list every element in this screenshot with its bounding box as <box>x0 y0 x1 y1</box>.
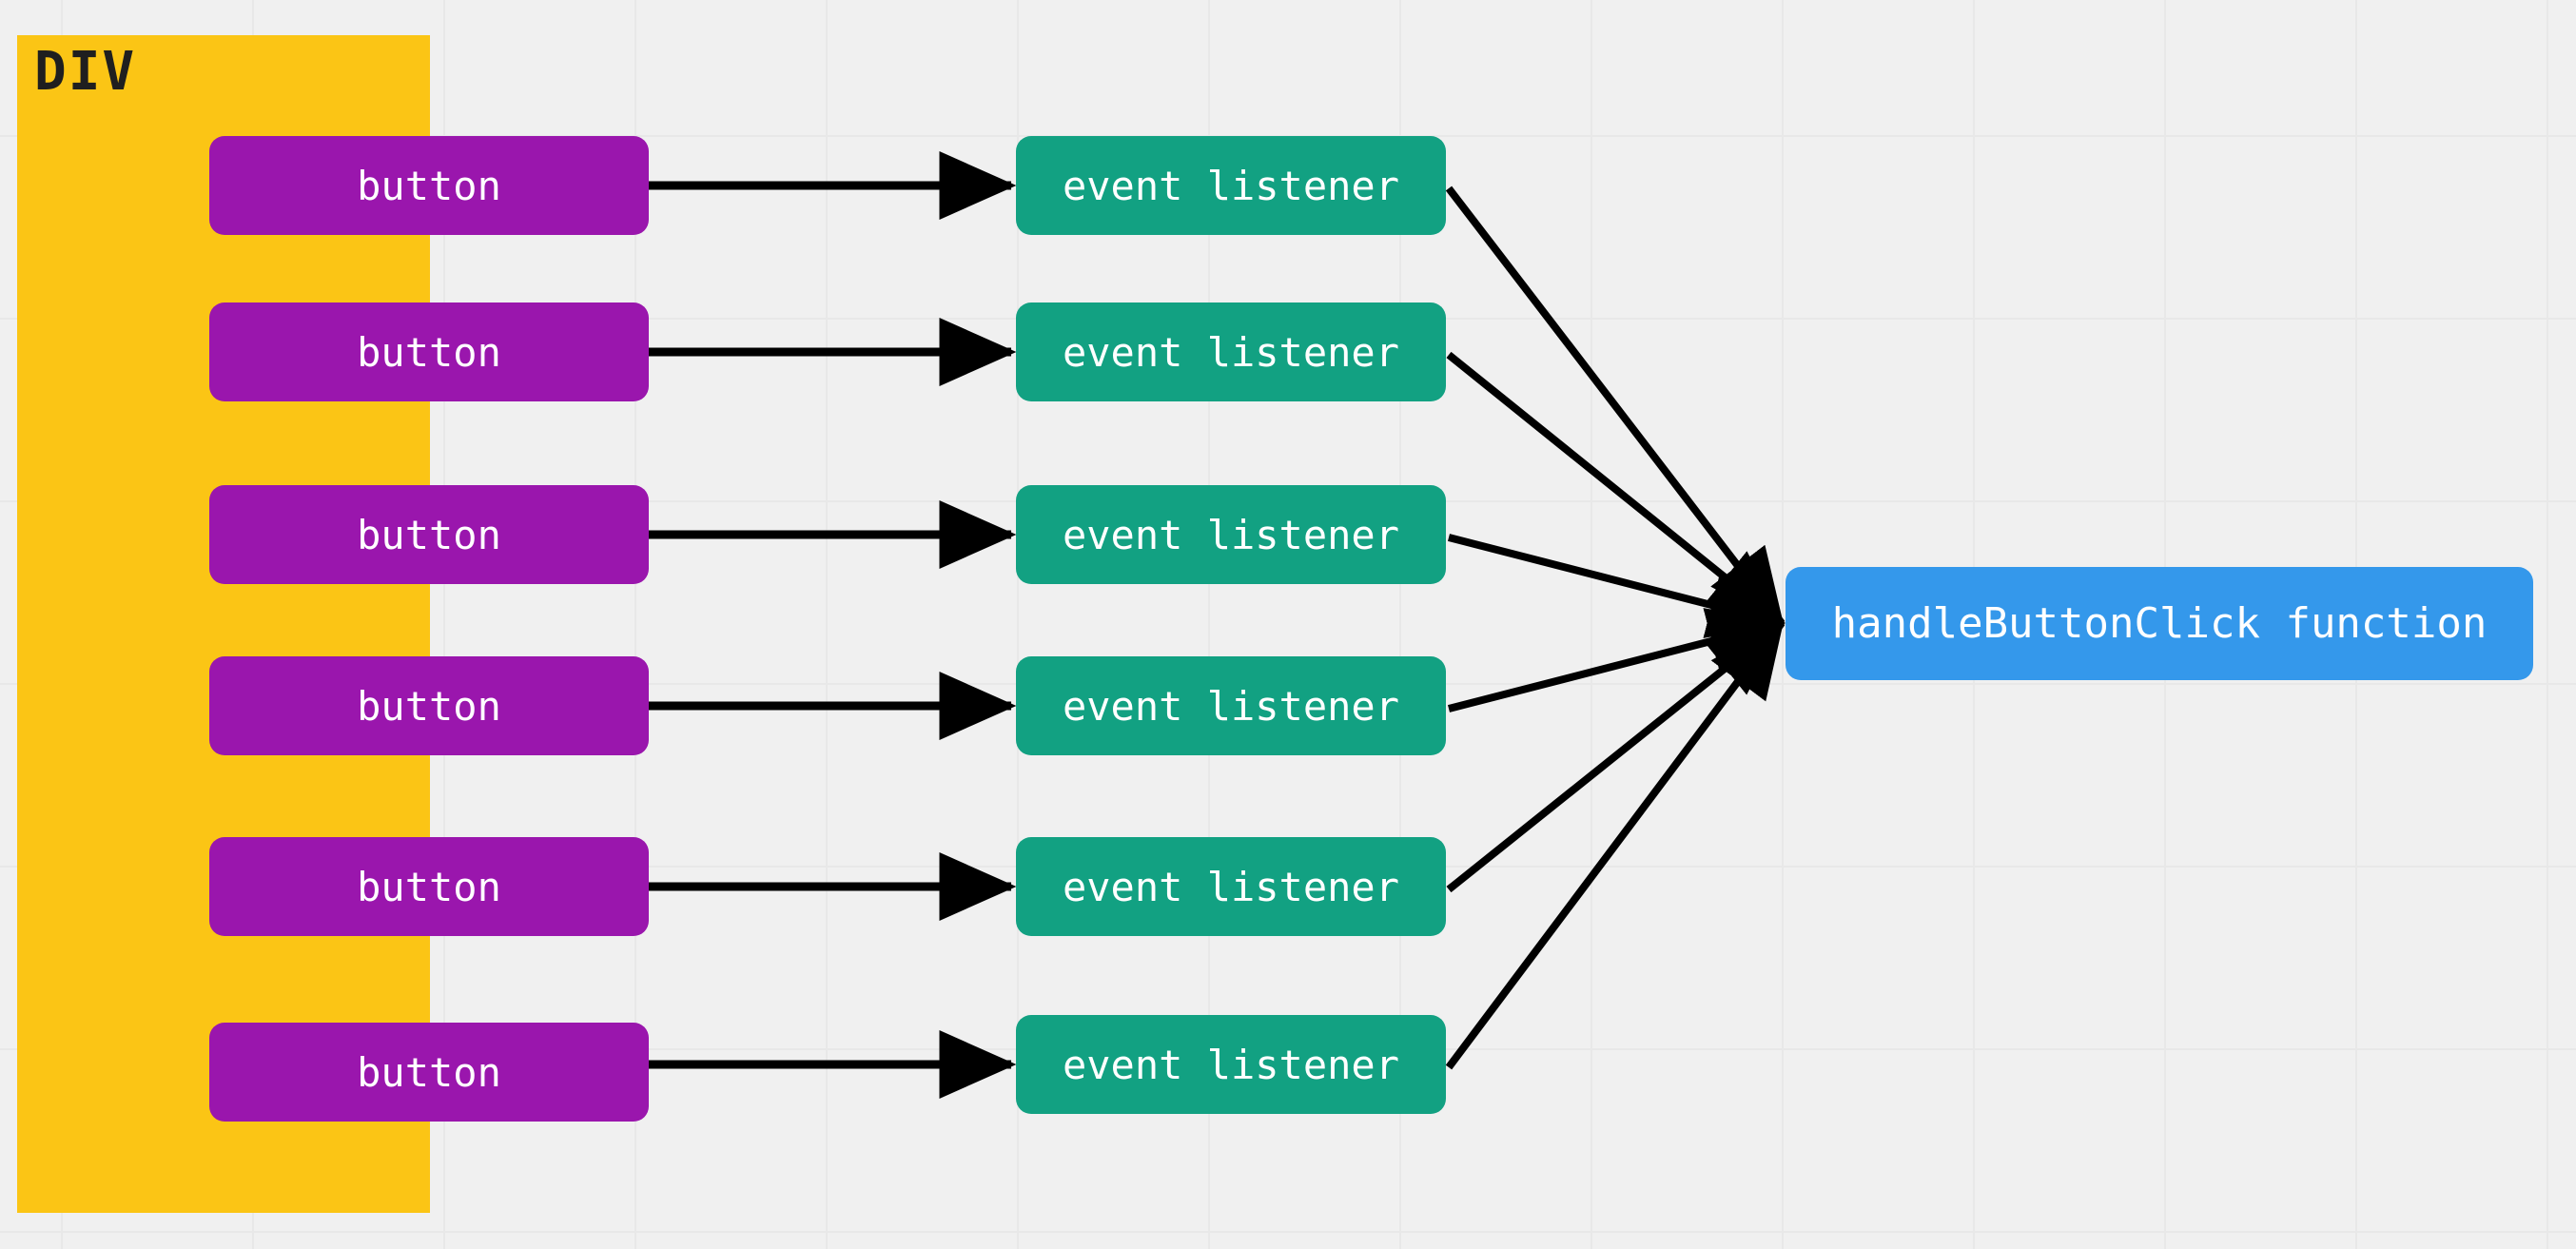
button-node-6[interactable]: button <box>209 1023 649 1122</box>
listener-node-label: event listener <box>1062 863 1399 910</box>
edge-listener-to-function-5 <box>1446 619 1786 893</box>
listener-node-1[interactable]: event listener <box>1016 136 1446 235</box>
listener-node-5[interactable]: event listener <box>1016 837 1446 936</box>
button-to-listener-edges <box>649 151 1017 1099</box>
edge-listener-to-function-4 <box>1448 608 1786 712</box>
button-node-label: button <box>357 863 501 910</box>
listener-node-label: event listener <box>1062 328 1399 376</box>
button-node-3[interactable]: button <box>209 485 649 584</box>
div-label: DIV <box>34 41 137 103</box>
edge-listener-to-function-1 <box>1445 185 1786 627</box>
button-node-5[interactable]: button <box>209 837 649 936</box>
button-node-label: button <box>357 682 501 730</box>
listener-node-3[interactable]: event listener <box>1016 485 1446 584</box>
button-node-label: button <box>357 162 501 209</box>
listener-node-label: event listener <box>1062 511 1399 558</box>
listener-node-label: event listener <box>1062 682 1399 730</box>
edge-listener-to-function-6 <box>1445 619 1786 1070</box>
button-node-label: button <box>357 328 501 376</box>
button-node-label: button <box>357 1048 501 1096</box>
listener-node-label: event listener <box>1062 1041 1399 1088</box>
listener-to-function-edges <box>1445 185 1786 1070</box>
listener-node-6[interactable]: event listener <box>1016 1015 1446 1114</box>
button-node-4[interactable]: button <box>209 656 649 755</box>
listener-node-label: event listener <box>1062 162 1399 209</box>
button-node-2[interactable]: button <box>209 302 649 401</box>
edge-listener-to-function-2 <box>1446 351 1786 627</box>
button-node-label: button <box>357 511 501 558</box>
listener-node-4[interactable]: event listener <box>1016 656 1446 755</box>
function-node-label: handleButtonClick function <box>1831 599 2488 648</box>
listener-node-2[interactable]: event listener <box>1016 302 1446 401</box>
edge-listener-to-function-3 <box>1448 534 1786 638</box>
function-node[interactable]: handleButtonClick function <box>1786 567 2533 680</box>
button-node-1[interactable]: button <box>209 136 649 235</box>
